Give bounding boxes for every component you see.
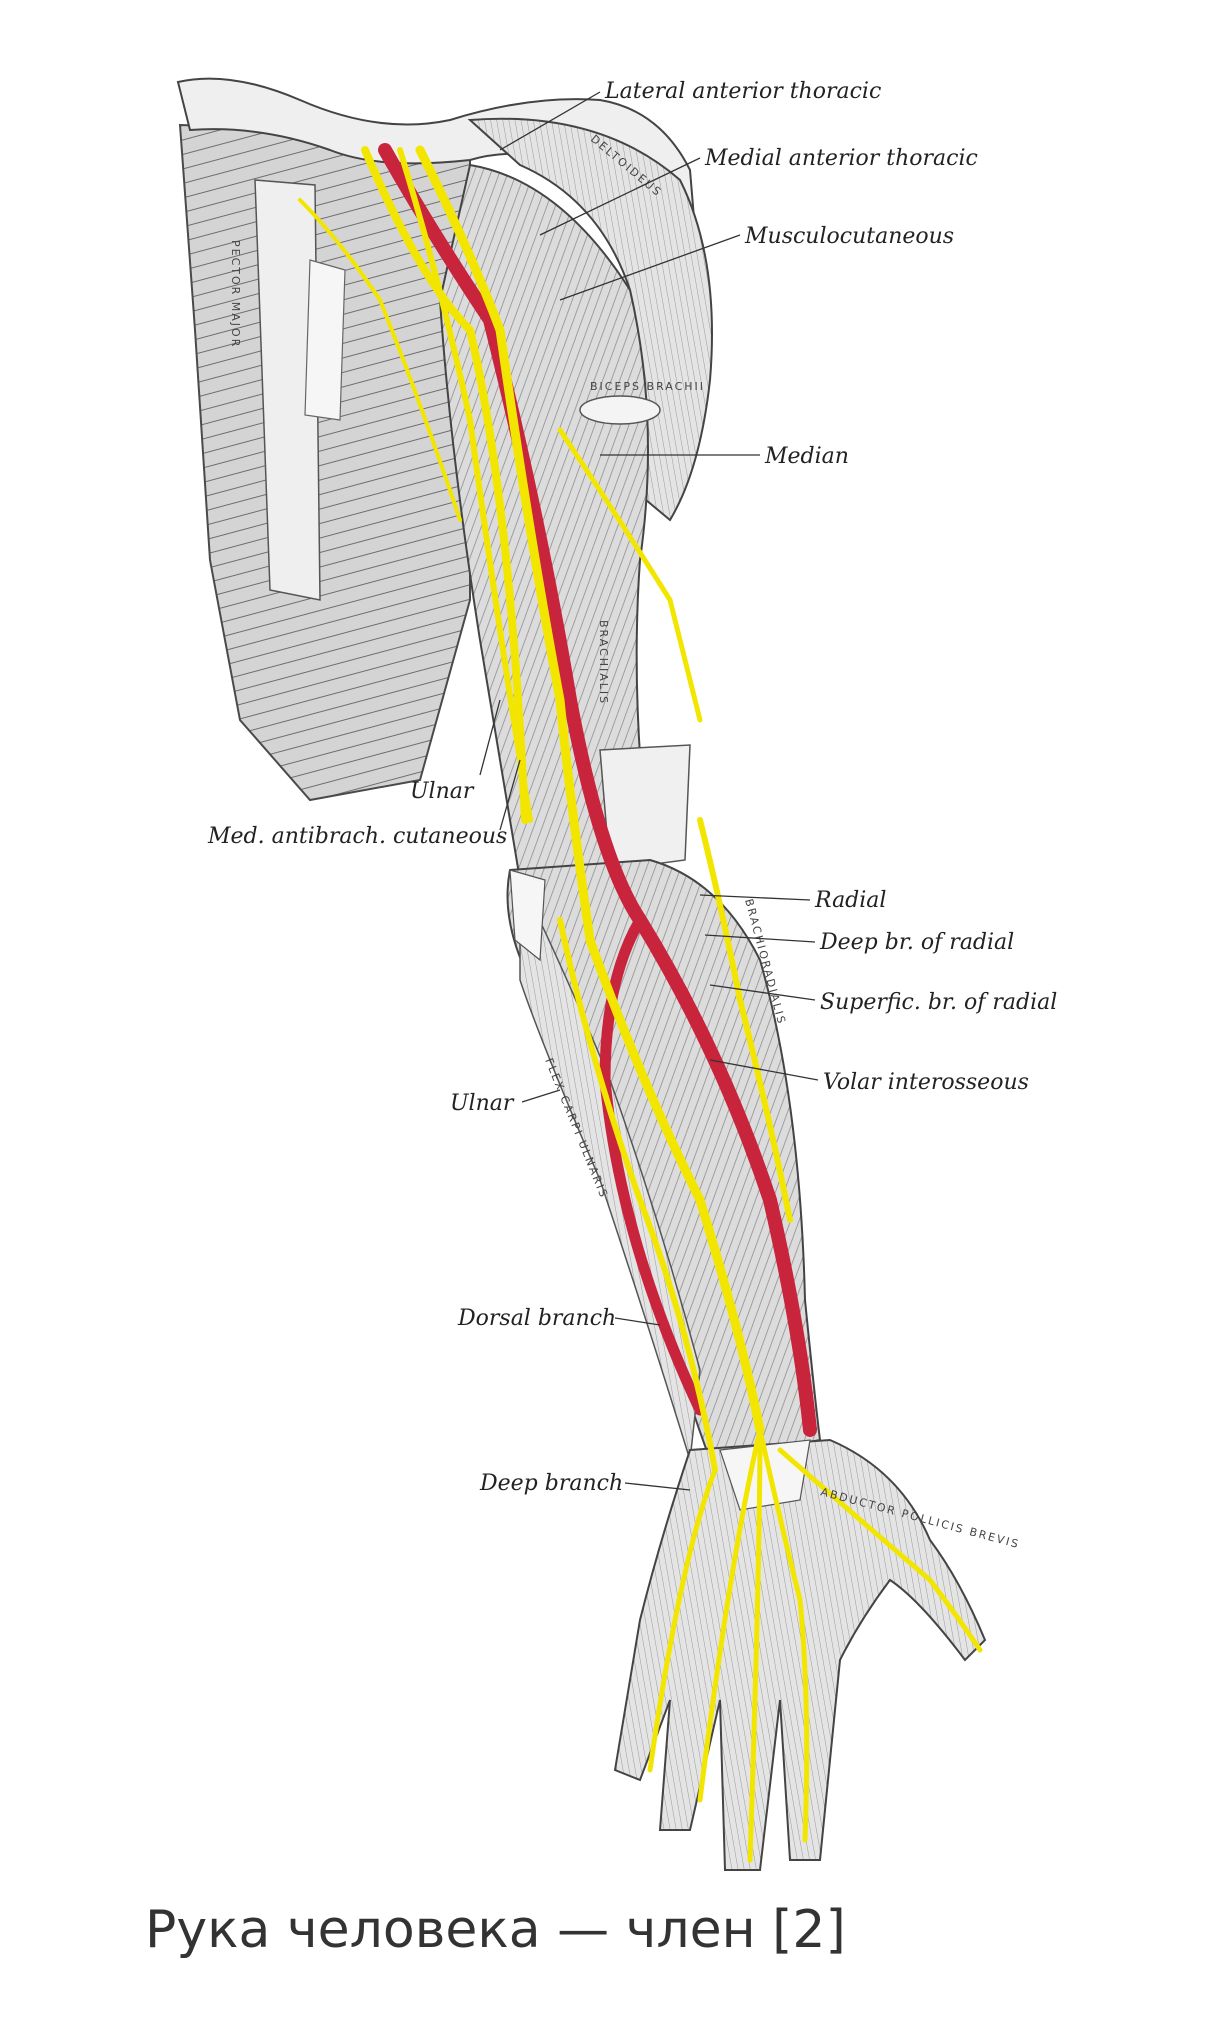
arm-anatomy-illustration: DELTOIDEUS PECTOR MAJOR BICEPS BRACHII B… — [176, 77, 1057, 1871]
nerves — [298, 145, 983, 1863]
label-median: Median — [764, 444, 849, 469]
label-medial-anterior-thoracic: Medial anterior thoracic — [704, 146, 978, 171]
label-deep-branch: Deep branch — [479, 1471, 623, 1496]
label-ulnar-lower: Ulnar — [450, 1091, 515, 1116]
muscle-label-pector-major: PECTOR MAJOR — [229, 240, 242, 348]
label-volar-interosseous: Volar interosseous — [823, 1070, 1029, 1095]
label-med-antibrach-cutaneous: Med. antibrach. cutaneous — [207, 824, 507, 849]
figure-caption: Рука человека — член [2] — [145, 1900, 846, 1960]
label-dorsal-branch: Dorsal branch — [457, 1306, 616, 1331]
label-musculocutaneous: Musculocutaneous — [744, 224, 954, 249]
muscle-label-brachialis: BRACHIALIS — [597, 620, 610, 705]
chest-wall — [178, 123, 471, 802]
leader-lines — [479, 91, 819, 1491]
label-lateral-anterior-thoracic: Lateral anterior thoracic — [604, 79, 881, 104]
shoulder-clavicle — [176, 77, 697, 233]
label-ulnar-upper: Ulnar — [410, 779, 475, 804]
nerve-labels: Lateral anterior thoracic Medial anterio… — [207, 79, 1057, 1496]
muscle-label-biceps-brachii: BICEPS BRACHII — [590, 380, 705, 393]
label-deep-br-of-radial: Deep br. of radial — [819, 930, 1014, 955]
label-radial: Radial — [814, 888, 886, 913]
label-superfic-br-of-radial: Superfic. br. of radial — [820, 990, 1057, 1015]
